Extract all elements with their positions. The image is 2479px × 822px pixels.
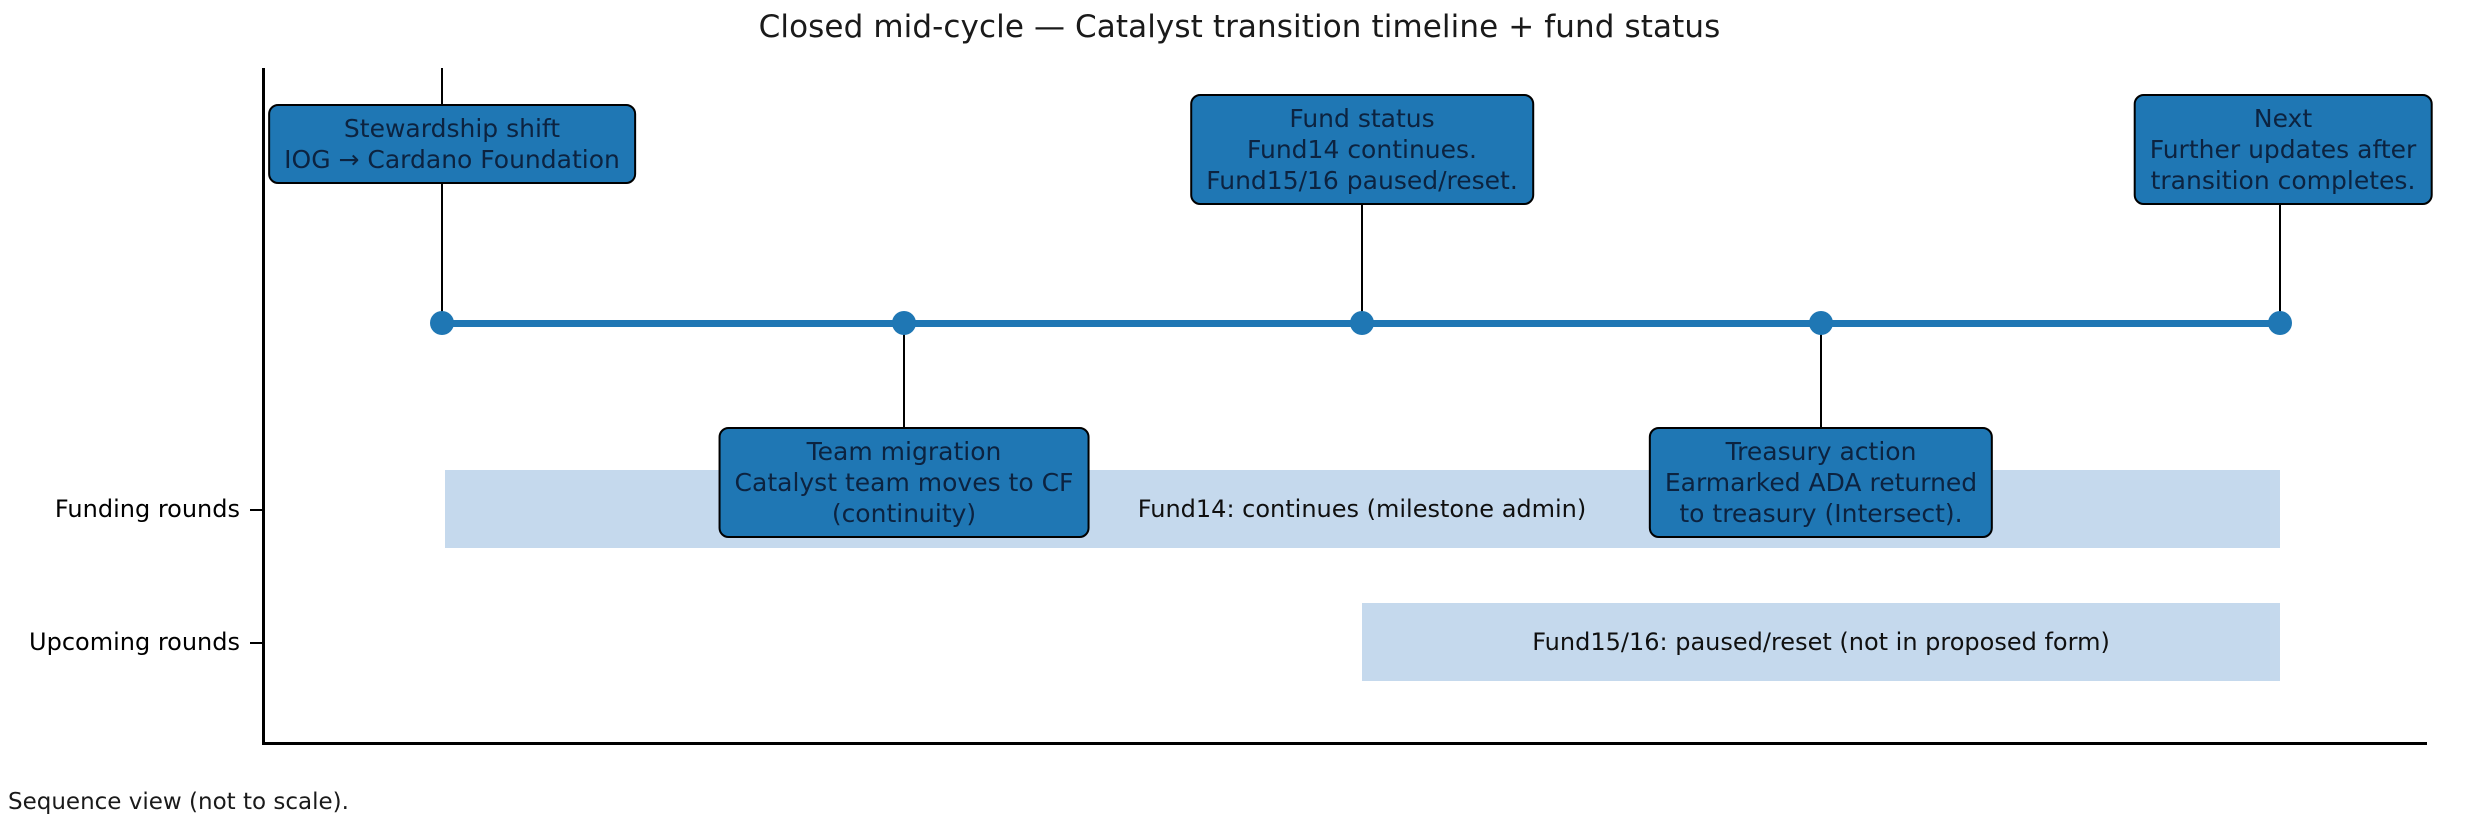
annotation-box-team-migration[interactable]: Team migration Catalyst team moves to CF… <box>718 427 1090 538</box>
timeline-marker-4[interactable] <box>1809 311 1833 335</box>
annotation-line-2: transition completes. <box>2150 166 2416 195</box>
annotation-line-2: (continuity) <box>831 499 977 528</box>
annotation-box-treasury-action[interactable]: Treasury action Earmarked ADA returned t… <box>1648 427 1994 538</box>
annotation-line-1: Fund14 continues. <box>1246 135 1477 164</box>
y-tick-label-upcoming-rounds: Upcoming rounds <box>29 628 240 656</box>
band-label-fund14: Fund14: continues (milestone admin) <box>1137 495 1587 523</box>
leader-line-event-4 <box>1820 323 1822 430</box>
annotation-title: Next <box>2253 104 2313 133</box>
y-tick-funding-rounds <box>250 509 263 511</box>
timeline-marker-3[interactable] <box>1350 311 1374 335</box>
leader-line-event-3 <box>1361 131 1363 324</box>
annotation-line-1: Catalyst team moves to CF <box>734 468 1074 497</box>
leader-line-event-5 <box>2279 131 2281 324</box>
annotation-line-2: Fund15/16 paused/reset. <box>1206 166 1518 195</box>
y-tick-upcoming-rounds <box>250 642 263 644</box>
timeline-marker-2[interactable] <box>892 311 916 335</box>
annotation-line-1: IOG → Cardano Foundation <box>284 145 620 174</box>
y-axis-spine <box>262 68 265 745</box>
x-axis-spine <box>262 742 2427 745</box>
timeline-marker-5[interactable] <box>2268 311 2292 335</box>
annotation-line-1: Earmarked ADA returned <box>1664 468 1978 497</box>
annotation-title: Fund status <box>1289 104 1435 133</box>
annotation-box-stewardship-shift[interactable]: Stewardship shift IOG → Cardano Foundati… <box>268 104 636 184</box>
band-label-fund1516: Fund15/16: paused/reset (not in proposed… <box>1532 628 2110 656</box>
timeline-marker-1[interactable] <box>430 311 454 335</box>
footer-note: Sequence view (not to scale). <box>8 789 349 815</box>
leader-line-event-2 <box>903 323 905 430</box>
annotation-line-2: to treasury (Intersect). <box>1679 499 1963 528</box>
y-tick-label-funding-rounds: Funding rounds <box>54 495 240 523</box>
annotation-title: Team migration <box>806 437 1002 466</box>
annotation-title: Stewardship shift <box>343 114 561 143</box>
annotation-box-next[interactable]: Next Further updates after transition co… <box>2133 94 2433 205</box>
page-title: Closed mid-cycle — Catalyst transition t… <box>758 9 1721 45</box>
annotation-title: Treasury action <box>1725 437 1917 466</box>
band-upcoming-rounds <box>1362 603 2280 681</box>
annotation-line-1: Further updates after <box>2149 135 2417 164</box>
annotation-box-fund-status[interactable]: Fund status Fund14 continues. Fund15/16 … <box>1190 94 1534 205</box>
leader-line-event-1 <box>441 68 443 324</box>
